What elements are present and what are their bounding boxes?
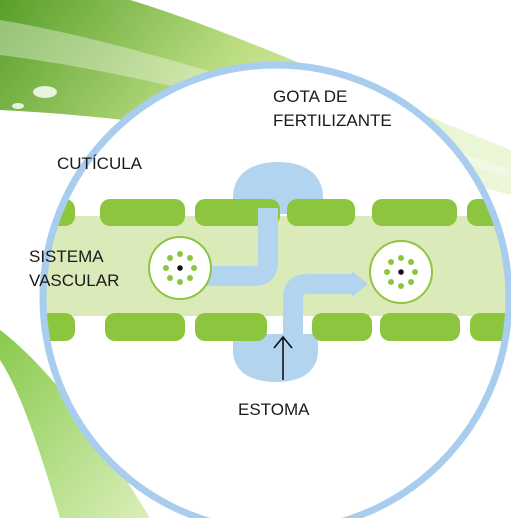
fertilizer-flow-stoma: [283, 274, 352, 342]
vascular-system-label: SISTEMA VASCULAR: [29, 247, 120, 290]
stoma-arrow-icon: [273, 335, 293, 380]
stoma-chamber: [233, 334, 318, 382]
lower-cell-row: [43, 313, 509, 341]
vascular-bundle-icon: [148, 236, 212, 300]
vascular-bundle-icon: [369, 240, 433, 304]
water-droplet-icon: [12, 103, 24, 109]
fertilizer-drop-label: GOTA DE FERTILIZANTE: [273, 87, 392, 130]
magnifier-ring: [39, 61, 511, 518]
water-droplet-icon: [33, 86, 57, 98]
stoma-label: ESTOMA: [238, 400, 310, 419]
fertilizer-flow-cuticle: [196, 208, 278, 286]
cuticle-label: CUTÍCULA: [57, 154, 143, 173]
